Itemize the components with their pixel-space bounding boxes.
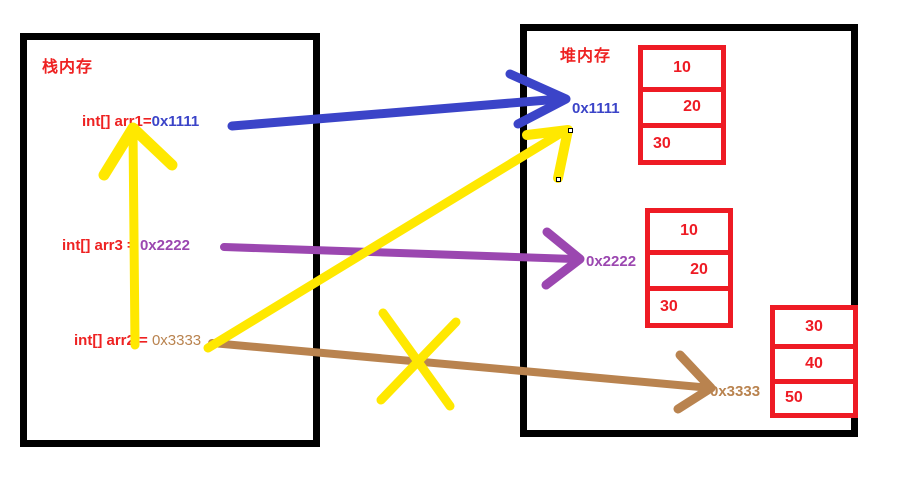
stack-variable-arr3: int[] arr3 = 0x2222 (62, 237, 190, 254)
array-cell: 30 (643, 123, 721, 160)
array-cell: 40 (775, 344, 853, 378)
yellow-x-cancel (376, 308, 461, 411)
heap-array-0x1111: 10 20 30 (638, 45, 726, 165)
heap-address-label-0x3333: 0x3333 (710, 383, 761, 400)
variable-value-arr3: 0x2222 (139, 237, 190, 254)
array-cell: 20 (643, 86, 721, 124)
variable-name-arr2: int[] arr2 = (74, 332, 152, 349)
heap-array-0x2222: 10 20 30 (645, 208, 733, 328)
stack-variable-arr2: int[] arr2 = 0x3333 (74, 332, 201, 349)
variable-name-arr3: int[] arr3 = (62, 237, 140, 254)
array-cell: 10 (680, 222, 698, 240)
heap-memory-title: 堆内存 (560, 48, 612, 65)
stack-memory-title: 栈内存 (42, 59, 94, 76)
variable-value-arr1: 0x1111 (151, 113, 200, 130)
heap-address-label-0x1111: 0x1111 (572, 100, 620, 117)
heap-array-0x3333: 30 40 50 (770, 305, 858, 418)
array-cell: 30 (805, 318, 823, 336)
selection-handle[interactable] (568, 128, 573, 133)
variable-value-arr2: 0x3333 (151, 332, 202, 349)
array-cell: 30 (650, 286, 728, 323)
stack-variable-arr1: int[] arr1=0x1111 (82, 113, 199, 130)
array-cell: 20 (650, 249, 728, 287)
array-cell: 10 (673, 59, 691, 77)
heap-address-label-0x2222: 0x2222 (586, 253, 637, 270)
array-cell: 50 (775, 378, 853, 413)
variable-name-arr1: int[] arr1= (82, 113, 152, 130)
selection-handle[interactable] (556, 177, 561, 182)
